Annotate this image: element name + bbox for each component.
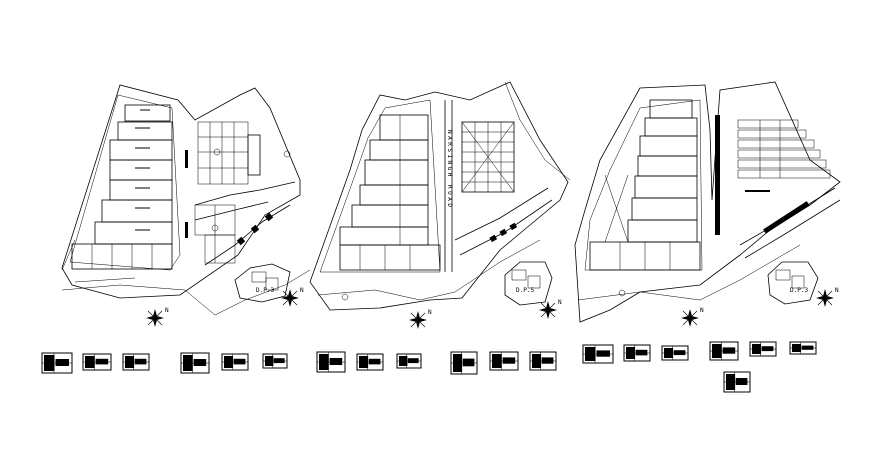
inner-boundary-2 (319, 99, 441, 273)
site-plan-2: NARSINGH ROAD (309, 81, 571, 311)
detail-thumbnail (709, 341, 739, 361)
site-plan-1 (61, 84, 311, 316)
divider-road-3 (715, 115, 720, 235)
contour-1 (61, 269, 311, 316)
compass-north-label: N (558, 299, 562, 306)
compass-north-label: N (165, 307, 169, 314)
detail-thumbnail (122, 353, 150, 371)
detail-thumbnail (82, 353, 112, 371)
detail-thumbnail (396, 353, 422, 369)
north-compass-icon: N (539, 299, 562, 319)
inner-boundary-3 (584, 99, 703, 271)
diagonal-road-2 (454, 187, 553, 256)
detail-thumbnail (723, 371, 751, 393)
detail-thumbnail (489, 351, 519, 371)
detail-thumbnails (41, 341, 817, 393)
detail-thumbnail (221, 353, 249, 371)
building-blocks-1 (71, 104, 173, 270)
key-plan-3: D.P.3 (767, 261, 819, 305)
detail-thumbnail (180, 352, 210, 374)
detail-thumbnail (41, 352, 73, 374)
detail-thumbnail (661, 345, 689, 361)
road-markings-2 (489, 222, 518, 243)
key-plan-2: D.P.5 (504, 261, 553, 306)
north-compass-icon: N (816, 287, 839, 307)
building-blocks-2 (339, 114, 441, 271)
site-boundary-1 (61, 84, 301, 299)
terrace-rows-3 (737, 119, 831, 192)
detail-thumbnail (789, 341, 817, 355)
north-compass-icon: N (681, 307, 704, 327)
block-label-1: D.P.3 (256, 287, 274, 294)
north-compass-icon: N (281, 287, 304, 307)
site-plan-3 (574, 81, 841, 323)
north-compass-icon: N (146, 307, 169, 327)
detail-thumbnail (749, 341, 777, 357)
site-boundary-3 (574, 81, 841, 323)
detail-thumbnail (582, 344, 614, 364)
compass-north-label: N (835, 287, 839, 294)
lower-plots-1 (194, 204, 236, 264)
north-compass-icon: N (409, 309, 432, 329)
block-label-3: D.P.3 (790, 287, 808, 294)
hatched-grid-2 (461, 121, 515, 193)
road-label-narsingh: NARSINGH ROAD (446, 130, 453, 209)
building-blocks-3 (589, 99, 701, 271)
detail-thumbnail (450, 351, 478, 375)
key-plan-1: D.P.3 (234, 263, 291, 303)
compass-group: N N N N N N (146, 287, 839, 329)
detail-thumbnail (262, 353, 288, 369)
compass-north-label: N (428, 309, 432, 316)
road-lettering-vertical (444, 100, 453, 272)
tree-symbol (213, 148, 221, 156)
compass-north-label: N (300, 287, 304, 294)
diagonal-road-3 (739, 187, 841, 259)
detail-thumbnail (623, 344, 651, 362)
road-1 (194, 181, 296, 266)
detail-thumbnail (356, 353, 384, 371)
road-markings-1 (236, 212, 274, 246)
compass-north-label: N (700, 307, 704, 314)
site-boundary-2 (309, 81, 569, 311)
detail-thumbnail (316, 351, 346, 373)
parking-grid-1 (185, 121, 261, 238)
detail-thumbnail (529, 351, 557, 371)
block-label-2: D.P.5 (516, 287, 534, 294)
